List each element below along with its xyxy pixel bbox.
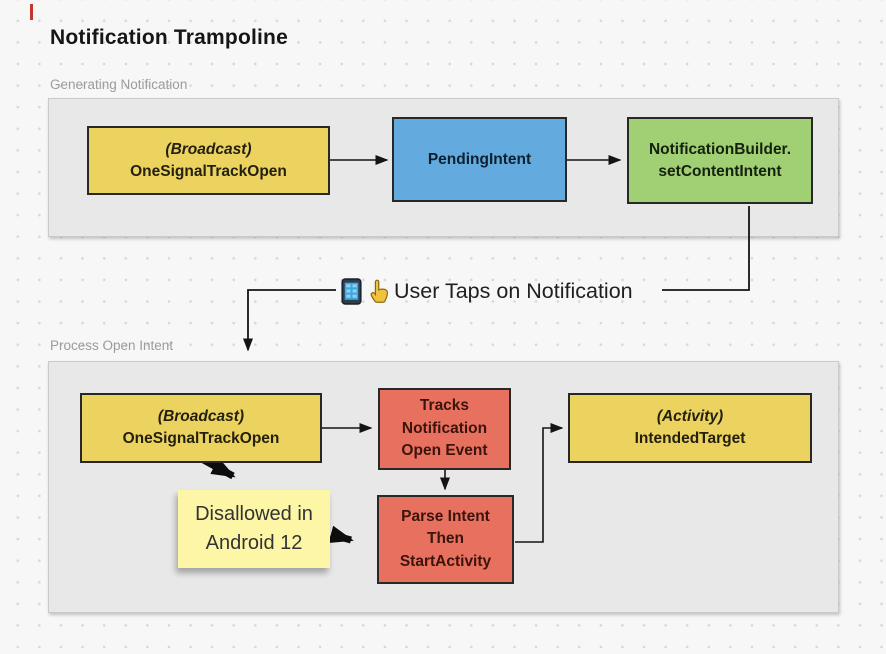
node-broadcast-onesignaltrackopen-1: (Broadcast) OneSignalTrackOpen [87, 126, 330, 195]
annotation-label: User Taps on Notification [394, 278, 633, 303]
node-notificationbuilder-setcontentintent: NotificationBuilder. setContentIntent [627, 117, 813, 204]
node-line: (Broadcast) [157, 408, 245, 426]
annotation-user-taps-on-notification: User Taps on Notification [341, 275, 633, 307]
node-broadcast-onesignaltrackopen-2: (Broadcast) OneSignalTrackOpen [80, 393, 322, 463]
connector-parse-to-intendedtarget [515, 423, 564, 543]
thick-arrow-sticky-to-parse [328, 525, 354, 544]
connector-user-taps-to-process-section [243, 289, 336, 352]
node-line: NotificationBuilder. [648, 140, 792, 158]
page-title: Notification Trampoline [50, 26, 288, 49]
phone-icon [341, 277, 362, 305]
node-pendingintent: PendingIntent [392, 117, 567, 202]
node-line: OneSignalTrackOpen [122, 430, 280, 447]
sticky-line: Android 12 [205, 532, 303, 554]
node-line: IntendedTarget [634, 430, 746, 447]
section-label-process-open-intent: Process Open Intent [50, 338, 174, 353]
node-line: setContentIntent [658, 162, 782, 180]
tap-icon [370, 279, 389, 303]
node-line: (Activity) [656, 408, 724, 426]
sticky-note-disallowed-android-12: Disallowed in Android 12 [178, 490, 330, 568]
node-tracks-notification-open-event: Tracks Notification Open Event [378, 388, 511, 470]
node-line: Notification [401, 419, 488, 437]
node-parse-intent-then-startactivity: Parse Intent Then StartActivity [377, 495, 514, 584]
sticky-line: Disallowed in [195, 503, 313, 525]
node-line: Tracks [419, 397, 470, 415]
node-line: PendingIntent [427, 150, 532, 168]
node-line: (Broadcast) [165, 140, 252, 158]
connector-builder-to-user-taps [662, 206, 750, 291]
node-line: OneSignalTrackOpen [130, 162, 287, 180]
node-line: Then [426, 530, 465, 548]
node-line: StartActivity [399, 552, 492, 570]
section-label-generating-notification: Generating Notification [50, 77, 188, 92]
node-line: Parse Intent [401, 507, 490, 525]
node-line: Open Event [401, 442, 488, 460]
node-activity-intendedtarget: (Activity) IntendedTarget [568, 393, 812, 463]
red-marker [30, 4, 33, 20]
